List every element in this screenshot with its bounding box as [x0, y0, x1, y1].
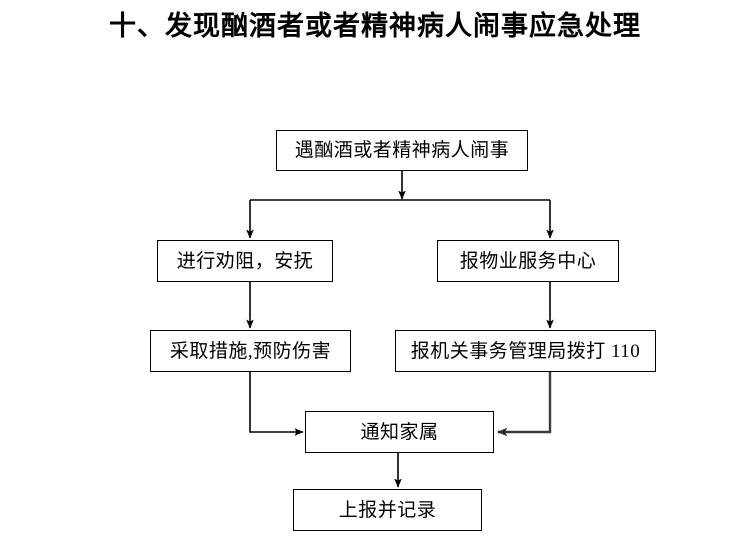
node-call-110-label: 报机关事务管理局拨打 110 — [410, 340, 641, 362]
node-call-110: 报机关事务管理局拨打 110 — [395, 330, 656, 372]
node-take-measures: 采取措施,预防伤害 — [150, 330, 351, 372]
node-trigger: 遇酗酒或者精神病人闹事 — [276, 130, 528, 171]
node-notify-family: 通知家属 — [305, 411, 494, 453]
edge-measures-to-notify — [249, 372, 304, 436]
node-report-and-record: 上报并记录 — [293, 489, 482, 531]
edge-call-110-to-notify — [497, 372, 552, 437]
node-report-and-record-label: 上报并记录 — [338, 499, 437, 521]
node-take-measures-label: 采取措施,预防伤害 — [169, 340, 332, 362]
node-trigger-label: 遇酗酒或者精神病人闹事 — [294, 140, 510, 161]
node-notify-family-label: 通知家属 — [360, 421, 439, 443]
node-report-property-management: 报物业服务中心 — [437, 240, 619, 282]
page-title: 十、发现酗酒者或者精神病人闹事应急处理 — [109, 11, 641, 42]
node-dissuade-label: 进行劝阻，安抚 — [176, 250, 314, 272]
node-dissuade: 进行劝阻，安抚 — [157, 240, 333, 282]
node-report-property-management-label: 报物业服务中心 — [459, 250, 597, 272]
